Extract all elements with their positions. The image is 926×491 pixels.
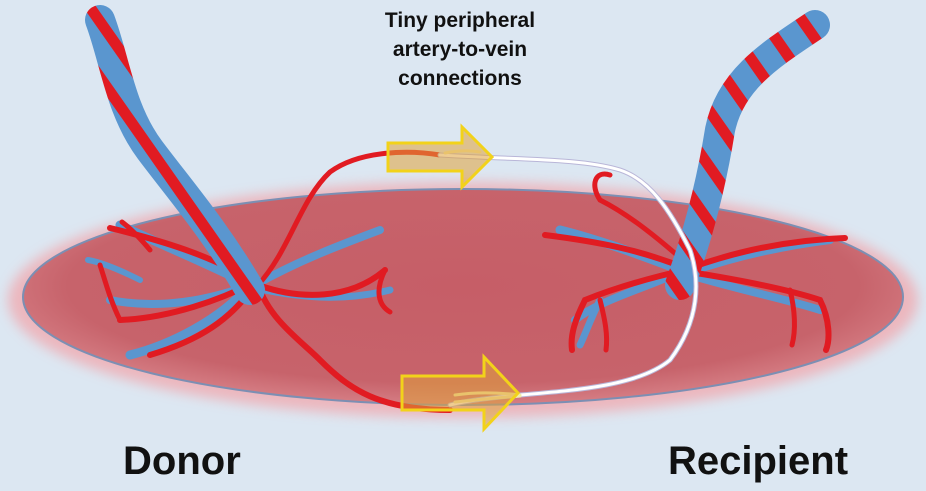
recipient-label: Recipient [668,441,848,481]
donor-label: Donor [123,441,241,481]
caption-line-2: artery-to-vein [330,35,590,64]
connections-caption: Tiny peripheral artery-to-vein connectio… [330,6,590,93]
caption-line-3: connections [330,64,590,93]
caption-line-1: Tiny peripheral [330,6,590,35]
upper-connection-arrow [388,127,492,187]
